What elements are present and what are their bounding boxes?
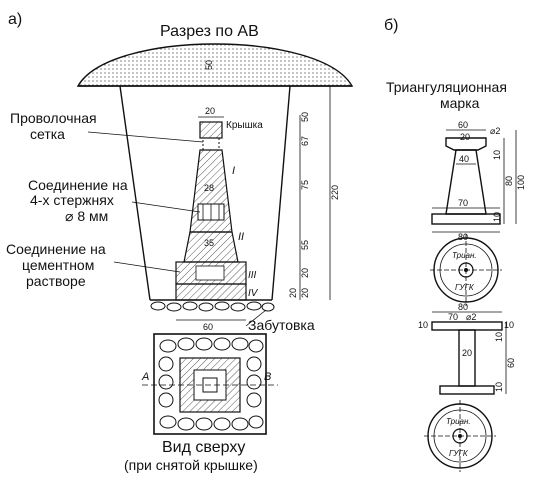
plan-title-2: (при снятой крышке) (124, 457, 258, 473)
callout-rod-joint-3: ⌀ 8 мм (65, 208, 108, 224)
dim-bottom: 20 (288, 288, 298, 298)
section-mark-a: А (141, 371, 149, 383)
mark1-dim-h3: 100 (516, 175, 526, 190)
panel-b-label: б) (384, 17, 399, 34)
mark2-top-flange (431, 321, 503, 331)
callout-wire-mesh-1: Проволочная (10, 110, 97, 126)
mark1-dim-hole: ⌀2 (490, 126, 500, 136)
mark2-dim-flange: 70 (448, 312, 458, 322)
mark2-dim-hole: ⌀2 (466, 312, 476, 322)
dim-block2: 55 (300, 240, 310, 250)
plan-outer (153, 333, 267, 435)
dim-cover-gap: 67 (300, 136, 310, 146)
callout-cover: Крышка (226, 120, 263, 131)
mark1-base (431, 213, 501, 225)
callout-rod-joint-2: 4-х стержнях (30, 192, 114, 208)
panel-a-label: а) (8, 11, 22, 28)
mark2-dim-shaft: 20 (462, 348, 472, 358)
mark1-stamp-1: Триан. (452, 251, 477, 260)
earth-mound (76, 43, 354, 87)
callout-mortar-2: цементном (22, 257, 94, 273)
dim-course3: 20 (300, 268, 310, 278)
mark2-bottom-flange (439, 385, 495, 395)
plan-stones (158, 337, 264, 431)
numeral-3: III (248, 270, 257, 281)
mark1-stamp-2: ГУГК (455, 283, 475, 292)
callout-mortar-3: растворе (26, 273, 86, 289)
pit-wall-left (119, 85, 151, 301)
dim-course4: 20 (300, 288, 310, 298)
wire-mesh (202, 137, 220, 151)
dim-top-width: 20 (205, 106, 215, 116)
mark1-dim-h2: 80 (504, 176, 514, 186)
mark2-dim-h2: 60 (506, 358, 516, 368)
mark2-shaft (458, 329, 476, 387)
section-mark-b: В (264, 371, 271, 383)
callout-rod-joint-1: Соединение на (28, 177, 128, 193)
mark1-dim-h4: 10 (492, 212, 502, 222)
dim-lower-width: 35 (204, 238, 214, 248)
dim-total-height: 220 (330, 185, 340, 200)
mark2-stamp-1: Триан. (446, 417, 471, 426)
numeral-4: IV (248, 288, 259, 299)
plan-title-1: Вид сверху (162, 439, 245, 456)
dim-cover-height: 50 (300, 112, 310, 122)
cover-block (199, 121, 223, 139)
course-4 (175, 283, 247, 301)
mark1-dim-base: 80 (458, 232, 468, 242)
mark2-dim-left: 10 (418, 320, 428, 330)
dim-block1: 75 (300, 180, 310, 190)
mark1-cap (445, 137, 487, 151)
dim-mid-width: 28 (204, 183, 214, 193)
numeral-1: I (232, 165, 235, 177)
mark1-dim-cap: 60 (458, 120, 468, 130)
callout-wire-mesh-2: сетка (30, 126, 65, 142)
mark1-dim-h1: 10 (492, 150, 502, 160)
dim-base-width: 60 (203, 322, 213, 332)
mark2-dim-h1: 10 (494, 332, 504, 342)
callout-backfill: Забутовка (248, 317, 315, 333)
mark1-dim-base-top: 70 (458, 198, 468, 208)
mark2-dim-right: 10 (504, 320, 514, 330)
numeral-2: II (238, 231, 244, 243)
mark2-dim-total: 80 (458, 302, 468, 312)
dim-mound: 50 (204, 60, 214, 70)
pit-wall-right (271, 85, 291, 301)
mark2-dim-h3: 10 (494, 382, 504, 392)
mark-title-2: марка (440, 95, 480, 111)
mark2-stamp-2: ГУГК (449, 449, 469, 458)
mark1-dim-neck: 40 (459, 154, 469, 164)
section-title: Разрез по АВ (160, 23, 259, 40)
mark1-dim-cap-inner: 20 (460, 132, 470, 142)
backfill-stones (150, 301, 275, 312)
callout-mortar-1: Соединение на (6, 241, 106, 257)
mark-title-1: Триангуляционная (386, 79, 507, 95)
